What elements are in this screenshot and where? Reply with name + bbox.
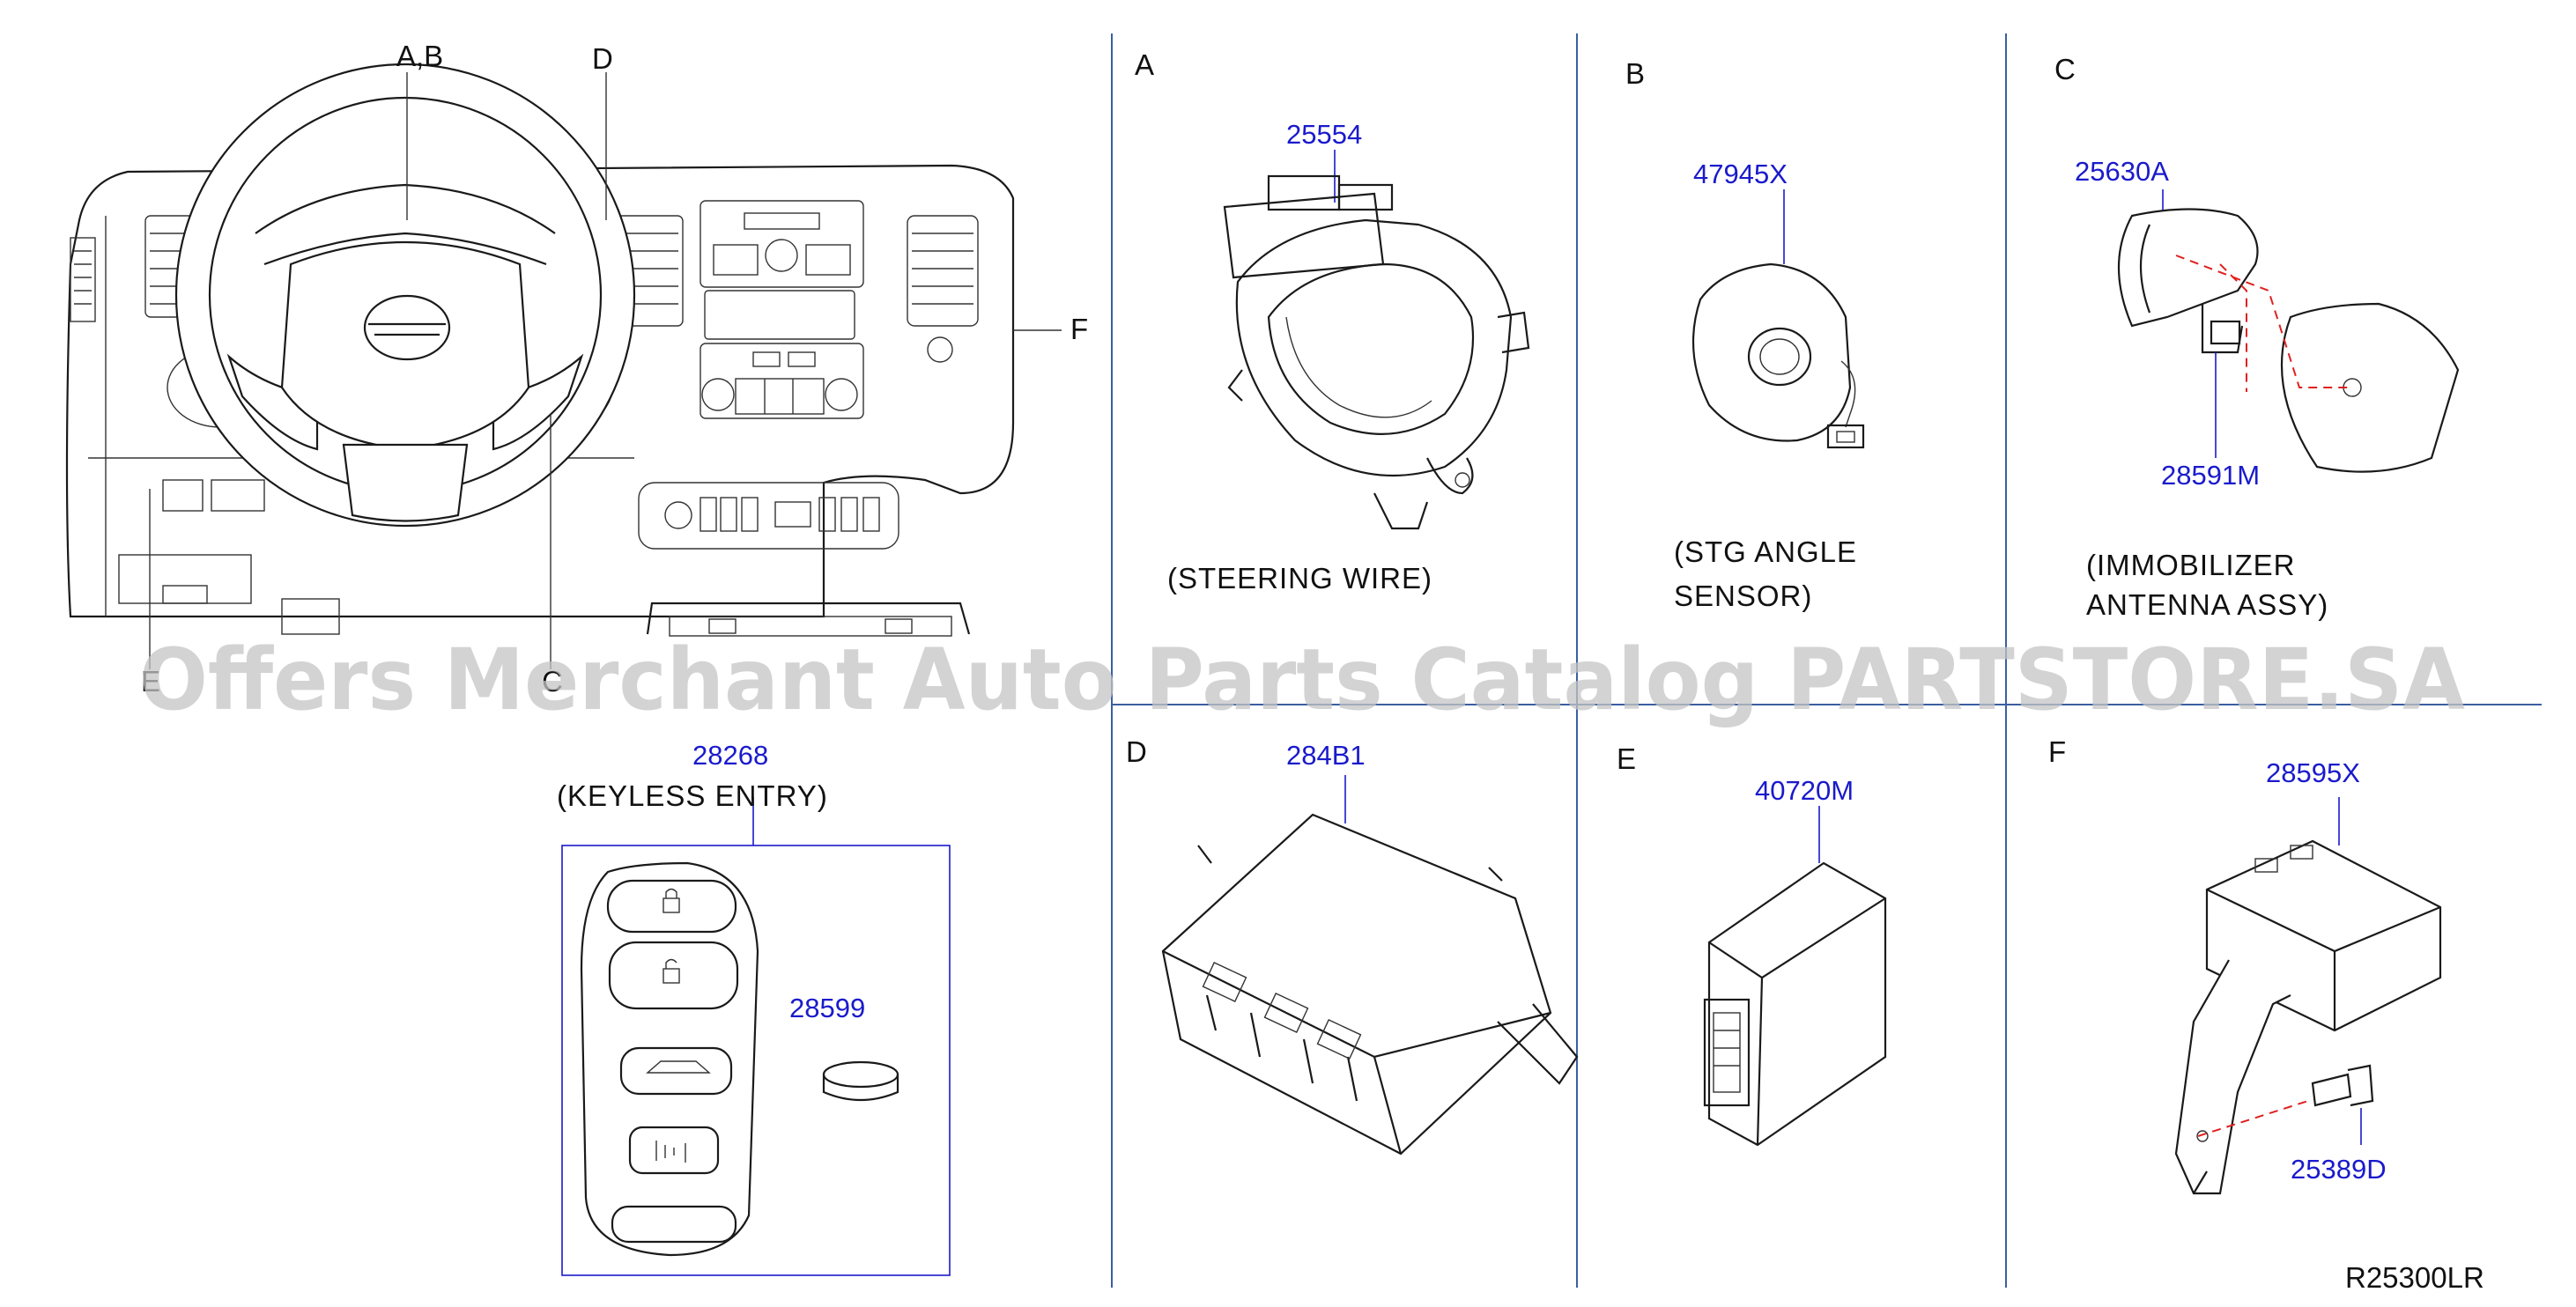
callout-f: F — [1070, 313, 1088, 345]
keyless-entry-remote — [561, 797, 951, 1276]
panel-c-letter: C — [2054, 53, 2076, 85]
panel-b-letter: B — [1625, 57, 1645, 90]
immobilizer-antenna — [2117, 189, 2460, 473]
panel-d-letter: D — [1126, 735, 1147, 768]
module-40720m — [1703, 806, 1887, 1147]
diagram-code: R25300LR — [2345, 1261, 2484, 1294]
labels: A,B D F C E A 25554 (STEERING WIRE) B 47… — [139, 40, 2484, 1294]
panel-d-part-number: 284B1 — [1286, 740, 1366, 771]
panel-c-caption-line2: ANTENNA ASSY) — [2086, 588, 2328, 621]
bracket-module-28595x — [2174, 797, 2442, 1195]
panel-a-caption: (STEERING WIRE) — [1167, 562, 1432, 594]
callout-c: C — [542, 665, 563, 698]
panel-dividers — [1111, 33, 2542, 1288]
panel-c-caption-line1: (IMMOBILIZER — [2086, 549, 2296, 581]
control-unit-284b1 — [1161, 775, 1579, 1156]
steering-wire-clock-spring — [1223, 150, 1530, 530]
watermark: Offers Merchant Auto Parts Catalog PARTS… — [139, 631, 2465, 729]
steering-angle-sensor — [1691, 189, 1865, 449]
panel-e-part-number: 40720M — [1755, 775, 1854, 806]
panel-a-part-number: 25554 — [1286, 119, 1362, 150]
panel-c-part-number-bottom: 28591M — [2161, 460, 2260, 491]
panel-b-caption-line1: (STG ANGLE — [1674, 535, 1857, 568]
panel-f-part-number-top: 28595X — [2266, 757, 2360, 788]
dashboard-illustration — [65, 63, 1062, 669]
panel-f-letter: F — [2048, 735, 2066, 768]
panel-b-part-number: 47945X — [1693, 159, 1788, 189]
keyless-part-number: 28268 — [692, 740, 768, 771]
callout-ab: A,B — [396, 40, 443, 72]
keyless-caption: (KEYLESS ENTRY) — [557, 779, 828, 812]
panel-a-letter: A — [1135, 48, 1154, 81]
panel-b-caption-line2: SENSOR) — [1674, 580, 1812, 612]
panel-c-part-number-top: 25630A — [2075, 156, 2169, 187]
callout-e: E — [141, 665, 160, 698]
panel-e-letter: E — [1617, 742, 1636, 775]
battery-part-number: 28599 — [789, 993, 865, 1023]
callout-d: D — [592, 42, 613, 75]
panel-f-bolt-part-number: 25389D — [2291, 1154, 2387, 1185]
